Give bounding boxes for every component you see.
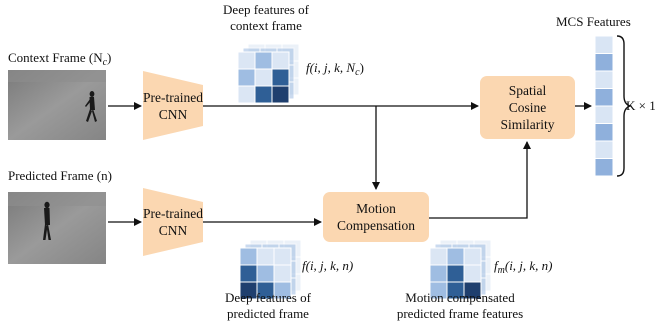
- feature-cell: [429, 264, 448, 283]
- feature-cell: [256, 247, 275, 266]
- mcs-feature-vector: [594, 35, 614, 177]
- feature-cell: [254, 51, 273, 70]
- f-context-formula: f(i, j, k, Nc): [306, 60, 364, 78]
- feature-layer: [239, 247, 292, 300]
- feature-cell: [446, 264, 465, 283]
- feature-cell: [463, 247, 482, 266]
- mcs-vector-cell: [594, 70, 614, 89]
- cnn-bottom-trapezoid: [143, 188, 203, 256]
- feature-cell: [273, 281, 292, 300]
- predicted-frame-label: Predicted Frame (n): [8, 168, 112, 183]
- deep-features-predicted-label: Deep features of predicted frame: [225, 290, 311, 321]
- k-brace: [616, 35, 633, 177]
- feature-cell: [237, 68, 256, 87]
- fm-formula: fm(i, j, k, n): [494, 258, 553, 276]
- feature-cell: [429, 247, 448, 266]
- mcs-vector-cell: [594, 123, 614, 142]
- feature-cell: [237, 51, 256, 70]
- context-frame-image: [8, 70, 106, 140]
- feature-cell: [271, 51, 290, 70]
- feature-cell: [271, 68, 290, 87]
- predicted-feature-cube: [239, 239, 302, 300]
- deep-features-context-label: Deep features of context frame: [223, 2, 309, 33]
- feature-cell: [237, 85, 256, 104]
- mcs-vector-cell: [594, 35, 614, 54]
- arrow-mc-scs: [429, 141, 531, 219]
- feature-layer: [429, 247, 482, 300]
- context-frame-label: Context Frame (Nc): [8, 50, 112, 68]
- feature-cell: [463, 281, 482, 300]
- feature-cell: [256, 264, 275, 283]
- mc-feature-cube: [429, 239, 492, 300]
- cnn-top-trapezoid: [143, 71, 203, 140]
- predicted-frame-image: [8, 192, 106, 264]
- mcs-features-title: MCS Features: [556, 14, 631, 29]
- mcs-vector-cell: [594, 105, 614, 124]
- feature-cell: [463, 264, 482, 283]
- feature-cell: [446, 247, 465, 266]
- feature-cell: [254, 68, 273, 87]
- feature-cell: [273, 264, 292, 283]
- mcs-vector-cell: [594, 140, 614, 159]
- feature-cell: [273, 247, 292, 266]
- feature-cell: [271, 85, 290, 104]
- feature-cell: [254, 85, 273, 104]
- context-feature-cube: [237, 43, 300, 104]
- mcs-vector-cell: [594, 53, 614, 72]
- motion-compensation-box: [323, 192, 429, 242]
- k-by-1-label: K × 1: [626, 98, 656, 113]
- feature-layer: [237, 51, 290, 104]
- mc-features-label: Motion compensated predicted frame featu…: [396, 290, 524, 321]
- mcs-vector-cell: [594, 88, 614, 107]
- f-predicted-formula: f(i, j, k, n): [302, 258, 354, 273]
- feature-cell: [239, 264, 258, 283]
- scs-box: [480, 76, 575, 139]
- feature-cell: [239, 247, 258, 266]
- mcs-vector-cell: [594, 158, 614, 177]
